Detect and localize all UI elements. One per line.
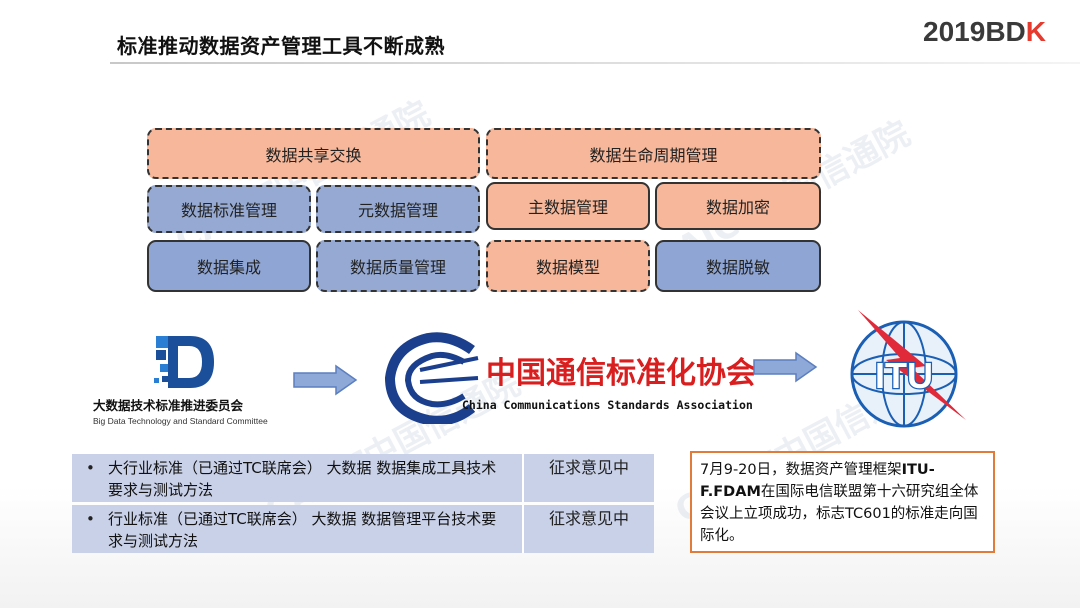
note-text-part1: 7月9-20日，数据资产管理框架 [700, 462, 902, 478]
arrow-right-icon [753, 351, 818, 383]
bd-committee-name: 大数据技术标准推进委员会 [93, 398, 244, 413]
block-data-quality: 数据质量管理 [316, 240, 480, 292]
block-data-standard: 数据标准管理 [147, 185, 311, 233]
bullet: • [86, 510, 95, 528]
standard-status: 征求意见中 [522, 454, 654, 502]
block-data-model: 数据模型 [486, 240, 650, 292]
ccsa-name-en: China Communications Standards Associati… [462, 398, 753, 412]
block-master-data: 主数据管理 [486, 182, 650, 230]
note-text-part2: 在国际电信联盟第十六研究组全体会议上立项成功，标志TC601的标准走向国际化。 [700, 484, 979, 544]
table-row: • 行业标准（已通过TC联席会） 大数据 数据管理平台技术要求与测试方法 征求意… [72, 505, 654, 553]
block-data-lifecycle: 数据生命周期管理 [486, 128, 821, 179]
block-metadata: 元数据管理 [316, 185, 480, 233]
slide-title: 标准推动数据资产管理工具不断成熟 [117, 34, 445, 58]
itu-note-box: 7月9-20日，数据资产管理框架ITU-F.FDAM在国际电信联盟第十六研究组全… [690, 451, 995, 553]
block-data-integration: 数据集成 [147, 240, 311, 292]
brand-year: 2019 [923, 16, 986, 47]
block-data-masking: 数据脱敏 [655, 240, 821, 292]
standard-status: 征求意见中 [522, 505, 654, 553]
itu-logo-icon: ITU [850, 310, 966, 428]
standard-description: 行业标准（已通过TC联席会） 大数据 数据管理平台技术要求与测试方法 [108, 510, 497, 550]
ccsa-logo-icon [384, 332, 479, 424]
bd-committee-logo [154, 336, 214, 388]
standard-description: 大行业标准（已通过TC联席会） 大数据 数据集成工具技术要求与测试方法 [108, 459, 497, 499]
header-divider [110, 62, 1080, 64]
arrow-right-icon [293, 364, 358, 396]
ccsa-name-cn: 中国通信标准化协会 [486, 356, 756, 391]
note-text-bold: ITU-F.FDAM [700, 462, 935, 500]
brand-k: K [1025, 16, 1046, 47]
brand-logo: 2019BDK [923, 16, 1046, 48]
brand-bd: BD [985, 16, 1026, 47]
itu-label: ITU [875, 355, 933, 396]
block-data-sharing: 数据共享交换 [147, 128, 480, 179]
bullet: • [86, 459, 95, 477]
block-data-encryption: 数据加密 [655, 182, 821, 230]
table-row: • 大行业标准（已通过TC联席会） 大数据 数据集成工具技术要求与测试方法 征求… [72, 454, 654, 502]
bd-committee-en: Big Data Technology and Standard Committ… [93, 416, 268, 426]
standards-table: • 大行业标准（已通过TC联席会） 大数据 数据集成工具技术要求与测试方法 征求… [72, 454, 654, 554]
